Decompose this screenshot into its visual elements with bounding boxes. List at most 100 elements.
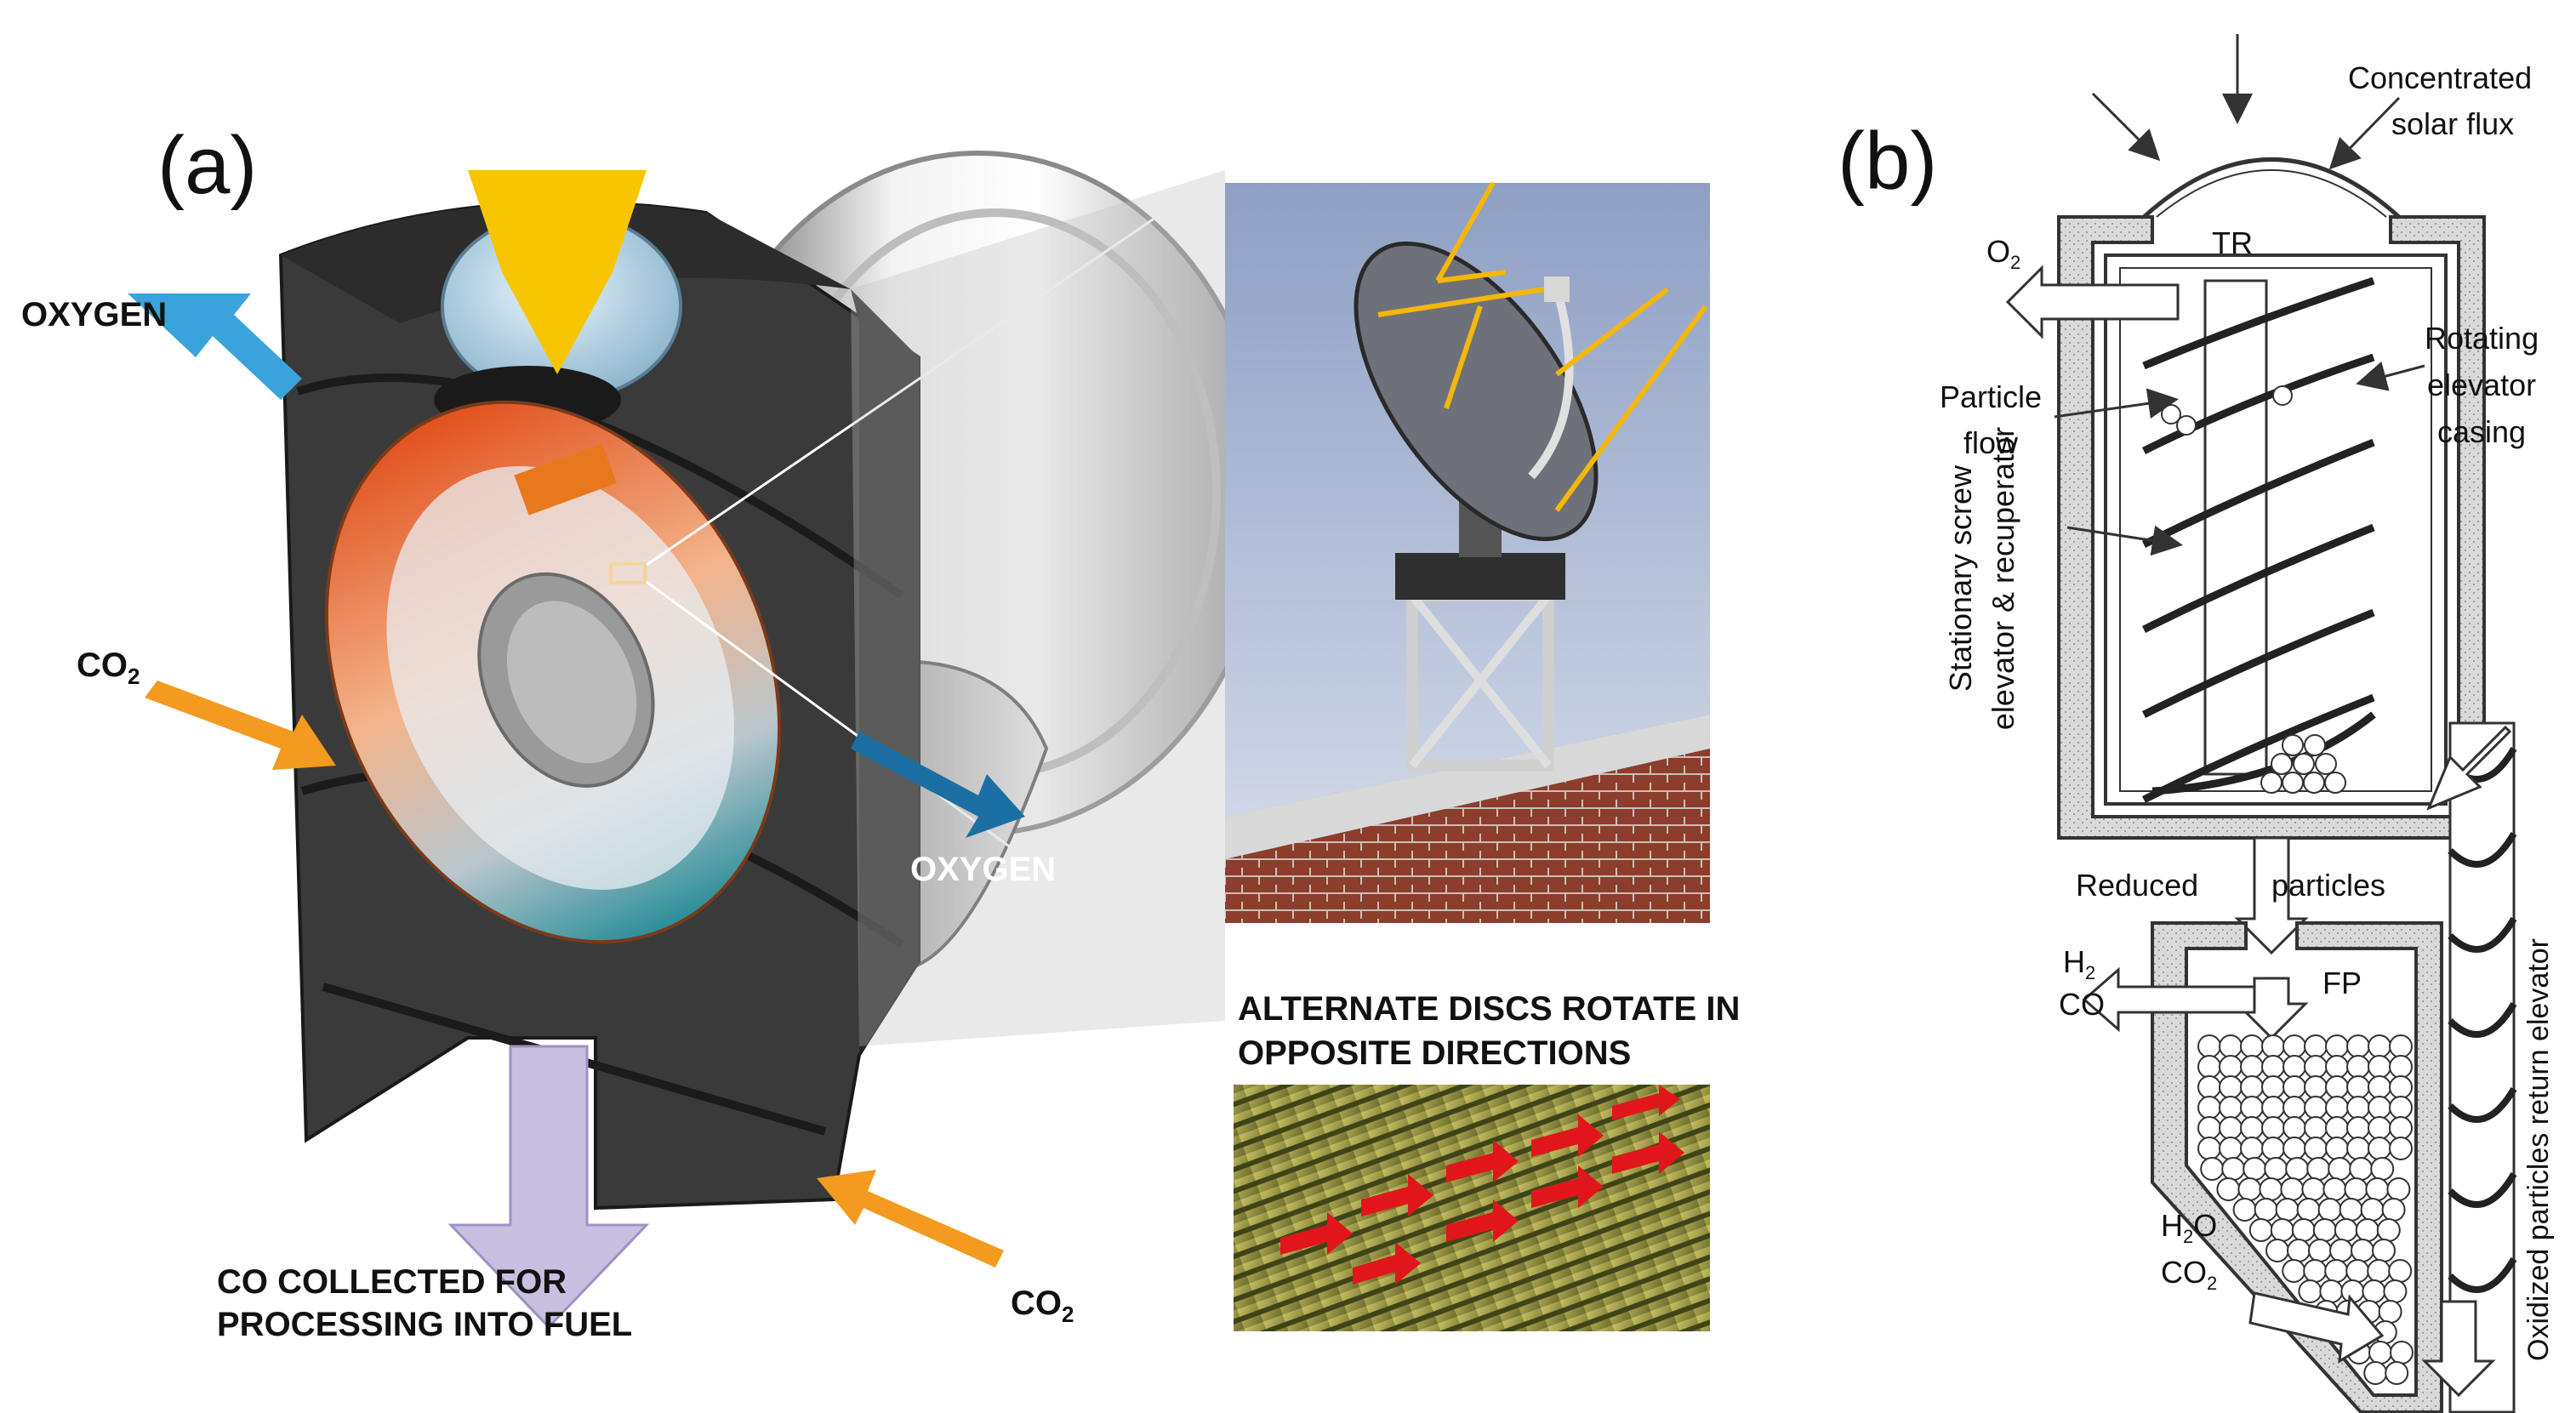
solar-window — [2142, 157, 2401, 219]
fp-particle — [2389, 1137, 2413, 1160]
fp-particle — [2312, 1218, 2337, 1242]
fp-particle — [2381, 1198, 2406, 1222]
fp-particle — [2328, 1157, 2352, 1181]
fp-particle — [2240, 1116, 2264, 1140]
fp-particle — [2360, 1198, 2385, 1222]
oxidized-return-elevator-label: Oxidized particles return elevator — [2522, 937, 2555, 1361]
fp-particle — [2221, 1157, 2246, 1181]
fp-particle — [2368, 1096, 2391, 1120]
fp-particle — [2240, 1137, 2264, 1160]
return-outlet-arrow — [2426, 725, 2512, 811]
fp-particle — [2219, 1075, 2243, 1099]
fp-particle — [2298, 1279, 2322, 1303]
fp-particle — [2324, 1259, 2349, 1283]
solar-beam-arrow — [468, 170, 647, 374]
fp-particle — [2303, 1259, 2328, 1283]
tr-particle-bed — [2161, 385, 2346, 794]
fp-particle — [2368, 1116, 2391, 1140]
co-collected-label: CO COLLECTED FOR PROCESSING INTO FUEL — [217, 1263, 633, 1343]
fp-particle — [2368, 1341, 2392, 1365]
fp-particle — [2304, 1034, 2328, 1058]
fp-particle — [2219, 1096, 2243, 1120]
co2-label-bottom: CO2 — [1011, 1285, 1074, 1327]
fp-particle — [2304, 1075, 2328, 1099]
fp-particle — [2291, 1218, 2316, 1242]
fp-particle — [2261, 1116, 2285, 1140]
fp-particle — [2261, 1075, 2285, 1099]
fp-particle — [2280, 1177, 2305, 1201]
fp-particle — [2264, 1157, 2288, 1181]
fp-particle — [2346, 1137, 2370, 1160]
fp-particle — [2261, 1034, 2285, 1058]
return-elevator — [2448, 721, 2516, 1413]
fp-particle — [2368, 1075, 2391, 1099]
fp-particle — [2385, 1361, 2409, 1385]
fp-label: FP — [2322, 966, 2362, 1000]
fp-particle — [2329, 1239, 2353, 1262]
o2-outlet-arrow — [2005, 265, 2180, 339]
fp-particle — [2351, 1239, 2374, 1262]
oxygen-label-left: OXYGEN — [21, 296, 168, 333]
fp-particle — [2248, 1218, 2273, 1242]
fp-particle — [2216, 1177, 2241, 1201]
fp-particle — [2219, 1137, 2243, 1160]
screw-helix — [2141, 276, 2376, 804]
fp-particle — [2282, 1034, 2306, 1058]
fp-particle — [2197, 1116, 2221, 1140]
fp-particle — [2219, 1055, 2243, 1079]
rotating-elevator-casing-label: Rotating elevator casing — [2425, 321, 2539, 449]
fp-particle — [2304, 1137, 2328, 1160]
fp-particle — [2378, 1300, 2402, 1324]
fp-particle — [2240, 1055, 2264, 1079]
fp-particle — [2240, 1034, 2264, 1058]
disc-surface-inset — [1234, 1085, 1710, 1331]
fp-particle — [2282, 1055, 2306, 1079]
fp-particle — [2322, 1177, 2347, 1201]
fp-particle — [2285, 1157, 2310, 1181]
h2-co-outlet-arrow — [2082, 966, 2256, 1033]
oxygen-label-right: OXYGEN — [910, 851, 1057, 888]
co-output-arrow — [447, 1045, 650, 1330]
fp-particle — [2240, 1096, 2264, 1120]
fp-particle — [2362, 1279, 2386, 1303]
fp-particle — [2389, 1096, 2413, 1120]
particle-flow-label: Particle flow — [1940, 379, 2043, 460]
solar-flux-arrows — [2091, 34, 2401, 170]
fp-particle — [2365, 1177, 2390, 1201]
co2-label-b: CO2 — [2161, 1255, 2218, 1295]
fp-particle — [2370, 1157, 2395, 1181]
h2-label: H2 — [2063, 944, 2096, 984]
fp-particle — [2304, 1116, 2328, 1140]
fp-particle — [2197, 1034, 2221, 1058]
panel-a-letter: (a) — [157, 120, 258, 211]
fp-particle — [2376, 1218, 2401, 1242]
fp-particle — [2282, 1259, 2306, 1283]
concentrated-solar-flux-label: Concentrated solar flux — [2348, 60, 2533, 141]
fp-particle — [2388, 1259, 2413, 1283]
co2-label-left: CO2 — [77, 647, 140, 689]
fp-particle — [2325, 1096, 2349, 1120]
fp-particle — [2259, 1177, 2283, 1201]
panel-b-letter: (b) — [1838, 116, 1938, 207]
fp-particle — [2368, 1034, 2391, 1058]
fp-particle — [2334, 1218, 2358, 1242]
fp-particle — [2197, 1055, 2221, 1079]
fp-particle — [2197, 1096, 2221, 1120]
fp-particle — [2317, 1198, 2342, 1222]
fp-particle — [2367, 1259, 2391, 1283]
counter-rotating-discs — [324, 400, 782, 944]
fp-particle — [2389, 1116, 2413, 1140]
fp-particle — [2346, 1055, 2370, 1079]
oxygen-arrow-left — [128, 293, 302, 400]
fp-particle — [2368, 1137, 2391, 1160]
screw-shaft — [2203, 279, 2268, 776]
fp-particle — [2296, 1198, 2321, 1222]
fp-particle — [2389, 1055, 2413, 1079]
fp-particle — [2265, 1239, 2289, 1262]
reduced-label: Reduced — [2076, 868, 2199, 903]
fp-particle — [2344, 1177, 2368, 1201]
fp-particle — [2261, 1137, 2285, 1160]
fp-particle — [2282, 1075, 2306, 1099]
panel-a-illustration — [128, 151, 1710, 1331]
fp-particle — [2325, 1116, 2349, 1140]
